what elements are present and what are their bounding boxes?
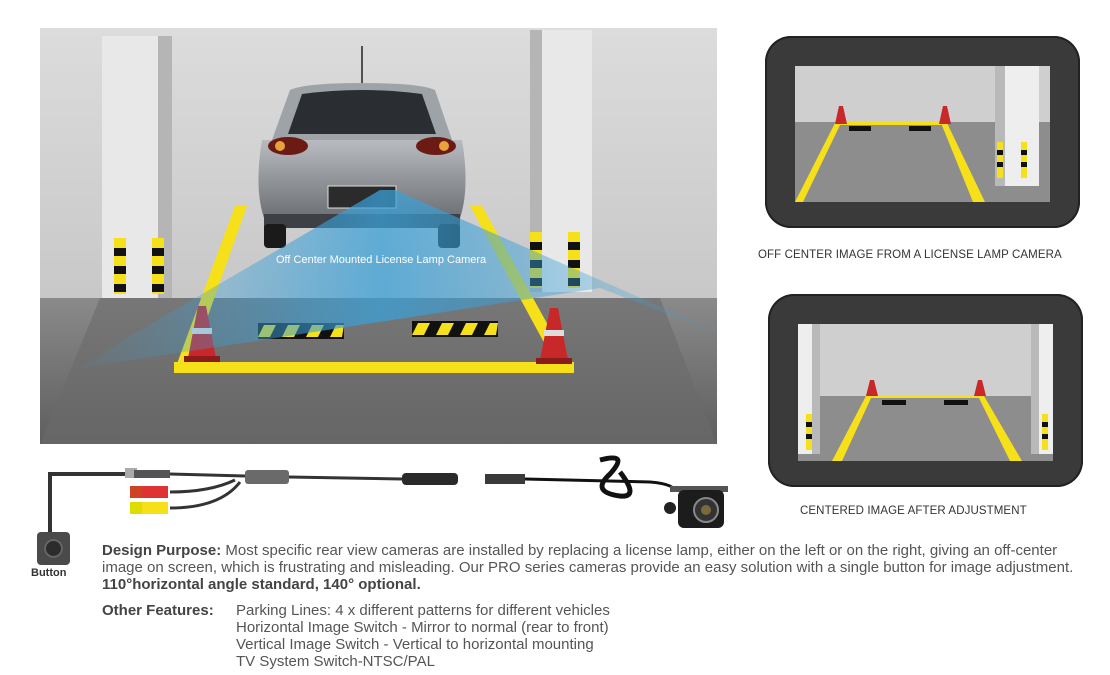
right-pillar — [530, 30, 592, 292]
design-heading: Design Purpose: — [102, 542, 222, 559]
camera-cable-illustration — [30, 452, 770, 537]
design-purpose-paragraph: Design Purpose: Most specific rear view … — [102, 542, 1092, 593]
left-pillar — [102, 36, 172, 298]
other-features-list: Parking Lines: 4 x different patterns fo… — [236, 602, 610, 670]
centered-caption: CENTERED IMAGE AFTER ADJUSTMENT — [800, 505, 1027, 517]
car-rear-view — [258, 46, 466, 248]
other-features-block: Other Features: Parking Lines: 4 x diffe… — [102, 602, 610, 670]
feature-item: Parking Lines: 4 x different patterns fo… — [236, 602, 610, 619]
feature-item: TV System Switch-NTSC/PAL — [236, 653, 435, 670]
button-knob-icon — [44, 539, 63, 558]
other-features-heading: Other Features: — [102, 602, 214, 619]
cable-junction — [245, 470, 289, 484]
cable-connector-female — [485, 474, 525, 484]
button-label: Button — [31, 567, 67, 579]
monitor-off-center-image — [795, 66, 1050, 202]
camera-view-beam — [80, 190, 750, 368]
garage-scene-svg: Off Center Mounted License Lamp Camera — [40, 28, 750, 444]
design-emphasis: 110°horizontal angle standard, 140° opti… — [102, 576, 421, 593]
feature-item: Horizontal Image Switch - Mirror to norm… — [236, 619, 609, 636]
camera-mount-label: Off Center Mounted License Lamp Camera — [276, 254, 487, 266]
cone-right — [536, 308, 572, 364]
feature-item: Vertical Image Switch - Vertical to hori… — [236, 636, 594, 653]
design-text: Most specific rear view cameras are inst… — [102, 542, 1074, 576]
monitor-centered-image — [798, 324, 1053, 461]
off-center-caption: OFF CENTER IMAGE FROM A LICENSE LAMP CAM… — [758, 249, 1062, 261]
adjustment-button[interactable] — [37, 532, 70, 565]
monitor-centered — [768, 294, 1083, 487]
cable-svg — [48, 455, 728, 534]
monitor-off-center — [765, 36, 1080, 228]
cable-connector-male — [402, 473, 458, 485]
camera-unit — [664, 486, 728, 528]
garage-scene-illustration: Off Center Mounted License Lamp Camera — [40, 28, 750, 444]
